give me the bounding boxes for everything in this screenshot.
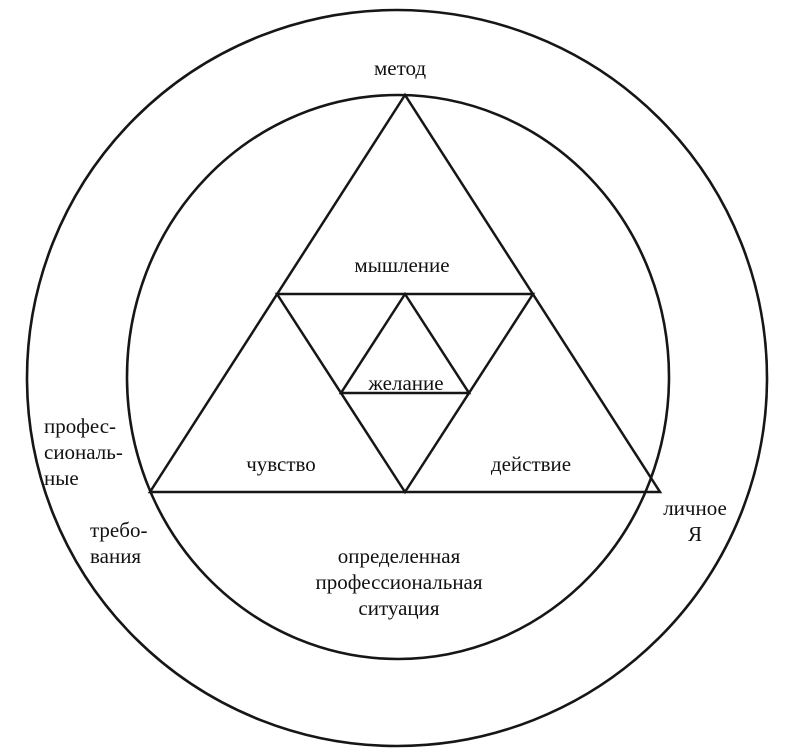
label-personal-self: личное Я — [663, 495, 727, 546]
inner-circle — [125, 93, 671, 661]
label-action: действие — [490, 451, 572, 476]
label-thinking: мышление — [354, 252, 450, 277]
inner-triangle — [338, 291, 472, 395]
label-situation: определенная профессиональная ситуация — [315, 543, 483, 621]
label-feeling: чувство — [246, 451, 316, 476]
label-professional: профес- сиональ- ные — [44, 413, 123, 491]
label-desire: желание — [368, 370, 444, 395]
outer-circle — [25, 8, 769, 748]
label-requirements: требо- вания — [90, 517, 148, 568]
label-method: метод — [373, 55, 427, 80]
